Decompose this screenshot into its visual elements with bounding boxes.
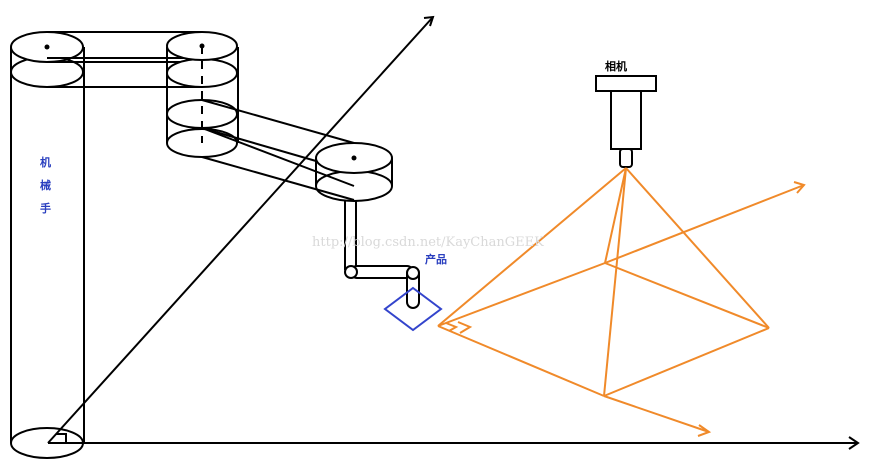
robot-elbow-joint	[315, 142, 393, 202]
robot-label-line2: 械	[40, 178, 51, 192]
robot-shoulder-joint	[166, 31, 239, 158]
camera-axis-1	[604, 184, 805, 264]
robot-base-column	[10, 31, 85, 459]
world-axes	[47, 15, 860, 450]
robot-link-2	[201, 99, 355, 201]
robot-label-line1: 机	[40, 155, 51, 169]
camera-axis-2	[603, 395, 710, 433]
camera-frame	[437, 167, 806, 437]
origin-right-angle	[56, 433, 67, 443]
robot-end-effector	[344, 200, 420, 309]
watermark: http://blog.csdn.net/KayChanGEEK	[312, 235, 544, 250]
product-diamond	[383, 286, 443, 332]
camera-label: 相机	[605, 59, 627, 73]
y-axis-arrowhead	[423, 15, 435, 27]
base-bottom-ellipse	[10, 427, 84, 459]
camera-lens	[619, 148, 633, 168]
camera-body	[610, 90, 642, 150]
x-axis-arrowhead	[848, 436, 860, 450]
y-axis	[47, 16, 434, 444]
camera	[595, 75, 657, 168]
camera-mount	[595, 75, 657, 92]
robot-label-line3: 手	[40, 201, 51, 215]
product-label: 产品	[425, 252, 447, 266]
robot-link-1	[47, 31, 202, 88]
